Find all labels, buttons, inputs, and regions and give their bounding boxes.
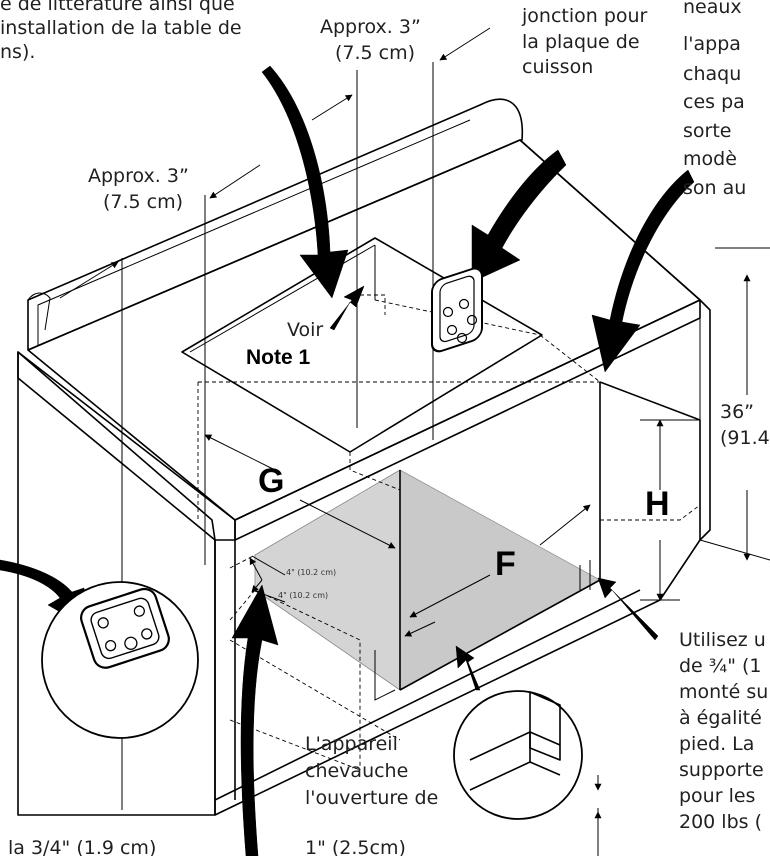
- pointer-arrow-note: [455, 645, 481, 691]
- pointer-arrow-bottom: [231, 584, 279, 856]
- right-text-line-3: chaqu: [683, 63, 741, 85]
- base-detail-circle: [453, 690, 583, 820]
- dimension-h: H: [645, 485, 670, 523]
- approx-top-label: Approx. 3”: [320, 16, 421, 38]
- pointer-arrow-junction: [471, 149, 567, 283]
- pointer-arrow-right: [591, 169, 695, 373]
- right-text-line-4: ces pa: [683, 91, 745, 113]
- note-1-label: Note 1: [246, 346, 311, 369]
- voir-label: Voir: [287, 319, 323, 341]
- outlet-box-icon: [80, 587, 170, 669]
- appareil-text-line-2: chevauche: [305, 760, 408, 782]
- pointer-arrow-voir: [329, 285, 365, 331]
- approx-left-label: Approx. 3”: [88, 165, 189, 187]
- utilisez-text-line-4: à égalité: [679, 707, 762, 729]
- clearance-label-b: 4" (10.2 cm): [278, 591, 328, 600]
- dimension-f: F: [495, 545, 516, 583]
- right-text-line-2: l'appa: [683, 33, 741, 55]
- utilisez-text-line-8: 200 lbs (: [679, 811, 762, 833]
- height-label: 36”: [720, 401, 754, 423]
- junction-label-line-2: la plaque de: [522, 31, 640, 53]
- backsplash: [27, 98, 524, 351]
- utilisez-text-line-3: monté su: [679, 681, 768, 703]
- utilisez-text-line-1: Utilisez u: [679, 629, 766, 651]
- junction-label-line-3: cuisson: [522, 56, 593, 78]
- utilisez-text-line-6: supporte: [679, 759, 764, 781]
- dimension-g: G: [258, 462, 284, 500]
- junction-box-top: [431, 267, 483, 353]
- right-text-line-5: sorte: [683, 120, 731, 142]
- appareil-text-line-3: l'ouverture de: [305, 787, 438, 809]
- approx-left-label-cm: (7.5 cm): [103, 191, 183, 213]
- intro-text-line-3: ns).: [0, 41, 35, 63]
- pointer-arrow-top: [261, 65, 349, 299]
- utilisez-text-line-7: pour les: [679, 785, 755, 807]
- bottom-left-text: la 3/4" (1.9 cm): [8, 837, 156, 856]
- height-label-cm: (91.4: [720, 427, 770, 449]
- right-text-line-6: modè: [683, 148, 737, 170]
- clearance-label-a: 4" (10.2 cm): [286, 568, 336, 577]
- right-text-line-7: son au: [683, 177, 746, 199]
- appareil-text-line-1: L'appareil: [305, 733, 398, 755]
- cooktop-cutout: [181, 237, 543, 453]
- utilisez-text-line-2: de ¾" (1: [679, 655, 762, 677]
- appareil-text-line-4: 1" (2.5cm): [305, 837, 406, 856]
- junction-label-line-1: jonction pour: [521, 5, 648, 27]
- countertop-front-edge: [17, 351, 236, 541]
- intro-text-line-2: installation de la table de: [0, 17, 242, 39]
- approx-top-label-cm: (7.5 cm): [335, 42, 415, 64]
- pointer-arrow-utilisez: [597, 577, 659, 641]
- right-text-line-1: neaux: [683, 0, 742, 18]
- intro-text-line-1: e de littérature ainsi que: [0, 0, 235, 15]
- utilisez-text-line-5: pied. La: [679, 733, 754, 755]
